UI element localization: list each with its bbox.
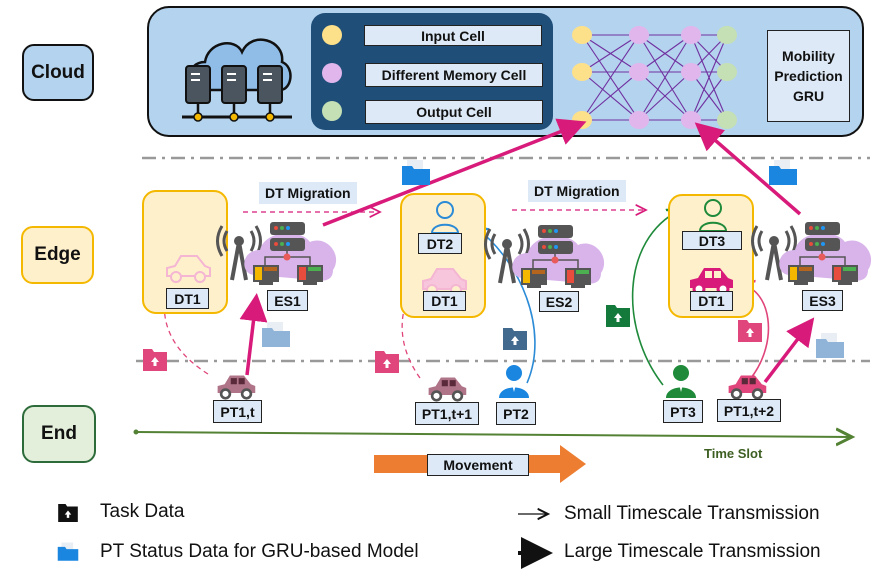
es2-label: ES2 bbox=[539, 291, 579, 312]
edge-server-es2 bbox=[484, 225, 605, 288]
pt2-to-dt2-arc bbox=[475, 227, 536, 384]
pt1t2-to-es3-arrow bbox=[763, 317, 815, 384]
monitor-icon bbox=[253, 265, 279, 285]
monitor-icon bbox=[297, 265, 323, 285]
monitor-icon bbox=[832, 265, 858, 285]
dt1-label-box3: DT1 bbox=[690, 291, 733, 311]
network-connection bbox=[581, 71, 640, 121]
pt2-person-icon bbox=[499, 365, 529, 398]
antenna-tower-icon bbox=[216, 225, 262, 281]
large-timescale-legend-label: Large Timescale Transmission bbox=[564, 541, 821, 562]
network-connection bbox=[690, 34, 728, 121]
memory-cell-node bbox=[629, 111, 649, 129]
memory-cell-label: Different Memory Cell bbox=[365, 63, 543, 87]
pt1t-task-arc bbox=[164, 293, 209, 375]
tier-end: End bbox=[22, 405, 96, 463]
pt1t2-car-icon bbox=[728, 375, 767, 400]
tier-edge: Edge bbox=[21, 226, 94, 284]
memory-cell-node bbox=[629, 26, 649, 44]
task-data-legend-icon bbox=[58, 504, 78, 522]
pt1t-to-es1-arrow bbox=[239, 293, 268, 376]
model-label-line: Mobility bbox=[782, 48, 835, 64]
memory-cell-node bbox=[681, 63, 701, 81]
dt-migration-label-1: DT Migration bbox=[259, 182, 357, 204]
task-data-folder-icon bbox=[143, 349, 167, 371]
input-cell-label: Input Cell bbox=[364, 25, 542, 46]
dt-box-1 bbox=[142, 190, 228, 314]
task-data-folder-icon bbox=[606, 305, 630, 327]
pt-status-folder-icon bbox=[769, 160, 797, 185]
pt-status-folder-icon bbox=[262, 322, 290, 347]
edge-server-es1 bbox=[216, 222, 337, 285]
model-label-line: GRU bbox=[792, 88, 825, 104]
network-connection bbox=[690, 71, 728, 121]
dt1-label-box1: DT1 bbox=[166, 288, 209, 309]
monitor-icon bbox=[565, 268, 591, 288]
time-axis bbox=[135, 432, 852, 437]
network-connection bbox=[638, 34, 692, 121]
pt3-person-icon bbox=[666, 365, 696, 398]
pt1t1-car-icon bbox=[428, 377, 467, 402]
dt-migration-label-2: DT Migration bbox=[528, 180, 626, 202]
antenna-tower-icon bbox=[751, 225, 797, 281]
input-cell-node bbox=[572, 26, 592, 44]
memory-cell-node bbox=[629, 63, 649, 81]
cloud-datacenter-icon bbox=[182, 38, 292, 122]
pt-status-folder-icon bbox=[402, 160, 430, 185]
network-connection bbox=[581, 34, 640, 121]
pt-status-legend-icon bbox=[57, 542, 79, 561]
movement-label: Movement bbox=[427, 454, 529, 476]
memory-cell-dot bbox=[322, 63, 342, 83]
model-label-line: Prediction bbox=[774, 68, 843, 84]
server-icon bbox=[538, 225, 573, 254]
pt1t-car-icon bbox=[217, 375, 256, 400]
task-data-legend-label: Task Data bbox=[100, 501, 185, 522]
server-icon bbox=[805, 222, 840, 251]
pt-status-legend-label: PT Status Data for GRU-based Model bbox=[100, 541, 419, 562]
memory-cell-node bbox=[681, 26, 701, 44]
es1-to-cloud-arrow bbox=[322, 118, 587, 227]
pt1t-label: PT1,t bbox=[213, 400, 262, 423]
edge-server-es3 bbox=[751, 222, 872, 285]
time-slot-label: Time Slot bbox=[704, 446, 763, 461]
antenna-tower-icon bbox=[484, 228, 530, 284]
input-cell-dot bbox=[322, 25, 342, 45]
task-data-folder-icon bbox=[738, 320, 762, 342]
server-icon bbox=[270, 222, 305, 251]
mobility-prediction-gru-box: Mobility Prediction GRU bbox=[767, 30, 850, 122]
output-cell-node bbox=[717, 26, 737, 44]
dt1-car-icon-faded bbox=[166, 255, 211, 283]
network-connection bbox=[581, 34, 640, 73]
network-connection bbox=[638, 71, 692, 121]
es3-label: ES3 bbox=[802, 290, 843, 311]
dt1-label-box2: DT1 bbox=[423, 291, 466, 311]
dt3-label: DT3 bbox=[682, 231, 742, 250]
pt1t1-label: PT1,t+1 bbox=[415, 402, 479, 425]
monitor-icon bbox=[521, 268, 547, 288]
network-connection bbox=[638, 34, 692, 73]
es3-to-cloud-arrow bbox=[694, 122, 802, 216]
dt2-person-icon bbox=[430, 201, 460, 234]
es1-label: ES1 bbox=[267, 290, 308, 311]
input-cell-node bbox=[572, 63, 592, 81]
pt-status-folder-icon bbox=[816, 333, 844, 358]
monitor-icon bbox=[788, 265, 814, 285]
output-cell-dot bbox=[322, 101, 342, 121]
pt2-label: PT2 bbox=[496, 402, 536, 425]
pt3-to-dt3-arc bbox=[631, 210, 680, 386]
pt1t2-label: PT1,t+2 bbox=[717, 399, 781, 422]
task-data-folder-icon bbox=[375, 351, 399, 373]
server-rack bbox=[185, 65, 283, 104]
dt3-person-icon bbox=[698, 199, 728, 232]
pt3-label: PT3 bbox=[663, 400, 703, 423]
tier-cloud: Cloud bbox=[22, 44, 94, 101]
task-data-folder-icon bbox=[503, 328, 527, 350]
output-cell-node bbox=[717, 63, 737, 81]
dt2-label: DT2 bbox=[418, 233, 462, 254]
small-timescale-legend-label: Small Timescale Transmission bbox=[564, 503, 820, 524]
output-cell-label: Output Cell bbox=[365, 100, 543, 124]
